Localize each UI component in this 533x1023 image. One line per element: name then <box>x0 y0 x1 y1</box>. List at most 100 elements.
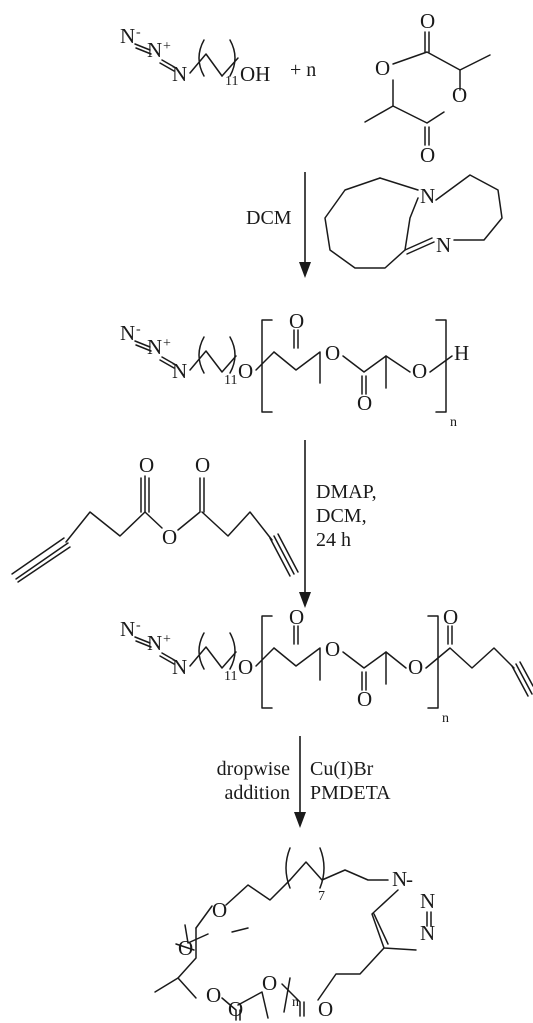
p2-azide-n-central: N <box>147 631 162 655</box>
lactide-ring-o-right: O <box>452 83 467 107</box>
p2-ester-oxygen: O <box>238 655 253 679</box>
anhydride-carbonyl-o-2: O <box>195 453 210 477</box>
chain-to-hydroxyl-bond <box>221 57 239 77</box>
p2-backbone-a <box>273 647 321 681</box>
p2-minus-charge: - <box>136 618 141 633</box>
reaction-arrow-3-head <box>294 812 306 828</box>
p1-minus-charge: - <box>136 322 141 337</box>
p1-azide-n-terminal: N <box>120 321 135 345</box>
lactide-co-top <box>424 31 430 53</box>
lactide-methyl-left <box>364 105 394 123</box>
dbu-six-ring <box>435 174 503 241</box>
mc-spacer-count: 7 <box>318 889 325 904</box>
dbu-n-imine: N <box>436 233 451 257</box>
p1-azide-n-alkyl: N <box>172 359 187 383</box>
azide-double-bond-2 <box>159 59 177 72</box>
p2-backbone-b <box>342 651 387 685</box>
p1-spacer-bracket-left <box>198 336 205 374</box>
p1-backbone-a <box>273 351 321 384</box>
anhydride-alkyne-right <box>269 533 299 577</box>
mc-triazole-n3: N <box>420 921 435 945</box>
p1-to-end-o <box>385 355 411 373</box>
p1-o-h-bond <box>429 355 453 373</box>
p1-azide-n-central: N <box>147 335 162 359</box>
step1-solvent: DCM <box>246 207 292 229</box>
dbu-bridge <box>379 177 419 191</box>
pentynoic-anhydride: O O O <box>11 453 299 583</box>
p1-alkyl-bonds <box>189 350 237 373</box>
p2-carbonyl-o-2: O <box>357 687 372 711</box>
p2-azide-double-1 <box>134 636 152 648</box>
p2-co-1 <box>293 625 299 645</box>
alkyl-chain-bonds <box>189 53 223 77</box>
p1-spacer-bracket-right <box>229 336 236 374</box>
p2-carbonyl-o-1: O <box>289 605 304 629</box>
plus-n-stoichiometry: + n <box>290 59 316 81</box>
mc-spacer-bracket-left <box>285 847 291 889</box>
p1-plus-charge: + <box>163 336 171 351</box>
step2-reagent-dcm: DCM, <box>316 505 367 527</box>
reaction-arrow-2-head <box>299 592 311 608</box>
p1-chain-oxygen: O <box>325 341 340 365</box>
mc-triazole-dash: - <box>406 867 413 891</box>
step3-condition-addition: addition <box>224 782 290 804</box>
mc-ring-o-mid: O <box>262 971 277 995</box>
step2-reagent-dmap: DMAP, <box>316 481 377 503</box>
azide-n-terminal: N <box>120 24 135 48</box>
p1-azide-double-1 <box>134 340 152 352</box>
p2-co-2 <box>361 671 367 691</box>
p2-co-3 <box>447 625 453 645</box>
lactide-co-bottom <box>424 126 430 146</box>
mc-chain-right <box>317 947 385 1001</box>
mc-backbone-bottom <box>237 991 269 1019</box>
anhydride-to-bridge <box>144 511 163 529</box>
cyclic-pla-triazole: O 7 N - N N O O O O n O <box>154 847 435 1021</box>
step3-catalyst: Cu(I)Br <box>310 758 374 780</box>
anhydride-alkyne-left <box>11 537 71 583</box>
p1-backbone-b <box>342 355 387 389</box>
lactide-methyl-right <box>459 54 491 71</box>
dbu-imine-bond <box>404 237 435 255</box>
spacer-repeat-count: 11 <box>225 74 238 89</box>
p2-spacer-bracket-right <box>229 632 236 670</box>
anhydride-carbonyl-o-1: O <box>139 453 154 477</box>
p1-azide-double-2 <box>159 356 177 369</box>
anhydride-co-1 <box>140 477 150 513</box>
lactide-ring-o-left: O <box>375 56 390 80</box>
p2-azide-n-terminal: N <box>120 617 135 641</box>
azido-undecanol: N - N + N 11 OH <box>120 24 270 89</box>
anhydride-co-2 <box>177 477 205 531</box>
p2-terminal-alkyne <box>511 661 533 697</box>
mc-repeat-bracket-top <box>184 924 249 944</box>
p2-alkyne-chain <box>425 647 515 669</box>
p1-repeat-bracket-right <box>435 319 447 413</box>
mc-methyl-low <box>154 977 179 993</box>
anhydride-chain-right <box>201 511 273 541</box>
dbu-catalyst: N N <box>324 174 503 269</box>
mc-chain-top <box>289 861 389 881</box>
mc-methyl-left <box>175 943 195 951</box>
reaction-arrow-1-head <box>299 262 311 278</box>
dbu-seven-ring <box>324 177 419 269</box>
mc-triazole-n1: N <box>392 867 407 891</box>
p1-repeat-n: n <box>450 415 457 430</box>
p2-carbonyl-o-3: O <box>443 605 458 629</box>
p1-terminal-h: H <box>454 341 469 365</box>
p1-co-1 <box>293 329 299 349</box>
mc-repeat-bracket-bottom <box>283 977 291 1013</box>
azide-double-bond-1 <box>134 43 152 55</box>
step2-time: 24 h <box>316 529 351 551</box>
azido-pla-hydroxyl: N - N + N 11 O O O O O H n <box>120 309 469 430</box>
p1-carbonyl-o-1: O <box>289 309 304 333</box>
p2-repeat-n: n <box>442 711 449 726</box>
p2-plus-charge: + <box>163 632 171 647</box>
lactide: O O O O <box>364 9 491 167</box>
mc-ring-oxygen: O <box>212 898 227 922</box>
mc-carbonyl-o-left: O <box>178 936 193 960</box>
mc-triazole-ring <box>371 889 432 951</box>
step3-condition-dropwise: dropwise <box>217 758 290 780</box>
minus-charge: - <box>136 25 141 40</box>
p2-chain-oxygen: O <box>325 637 340 661</box>
azido-pla-alkyne: N - N + N 11 O O O O O n O <box>120 605 533 726</box>
